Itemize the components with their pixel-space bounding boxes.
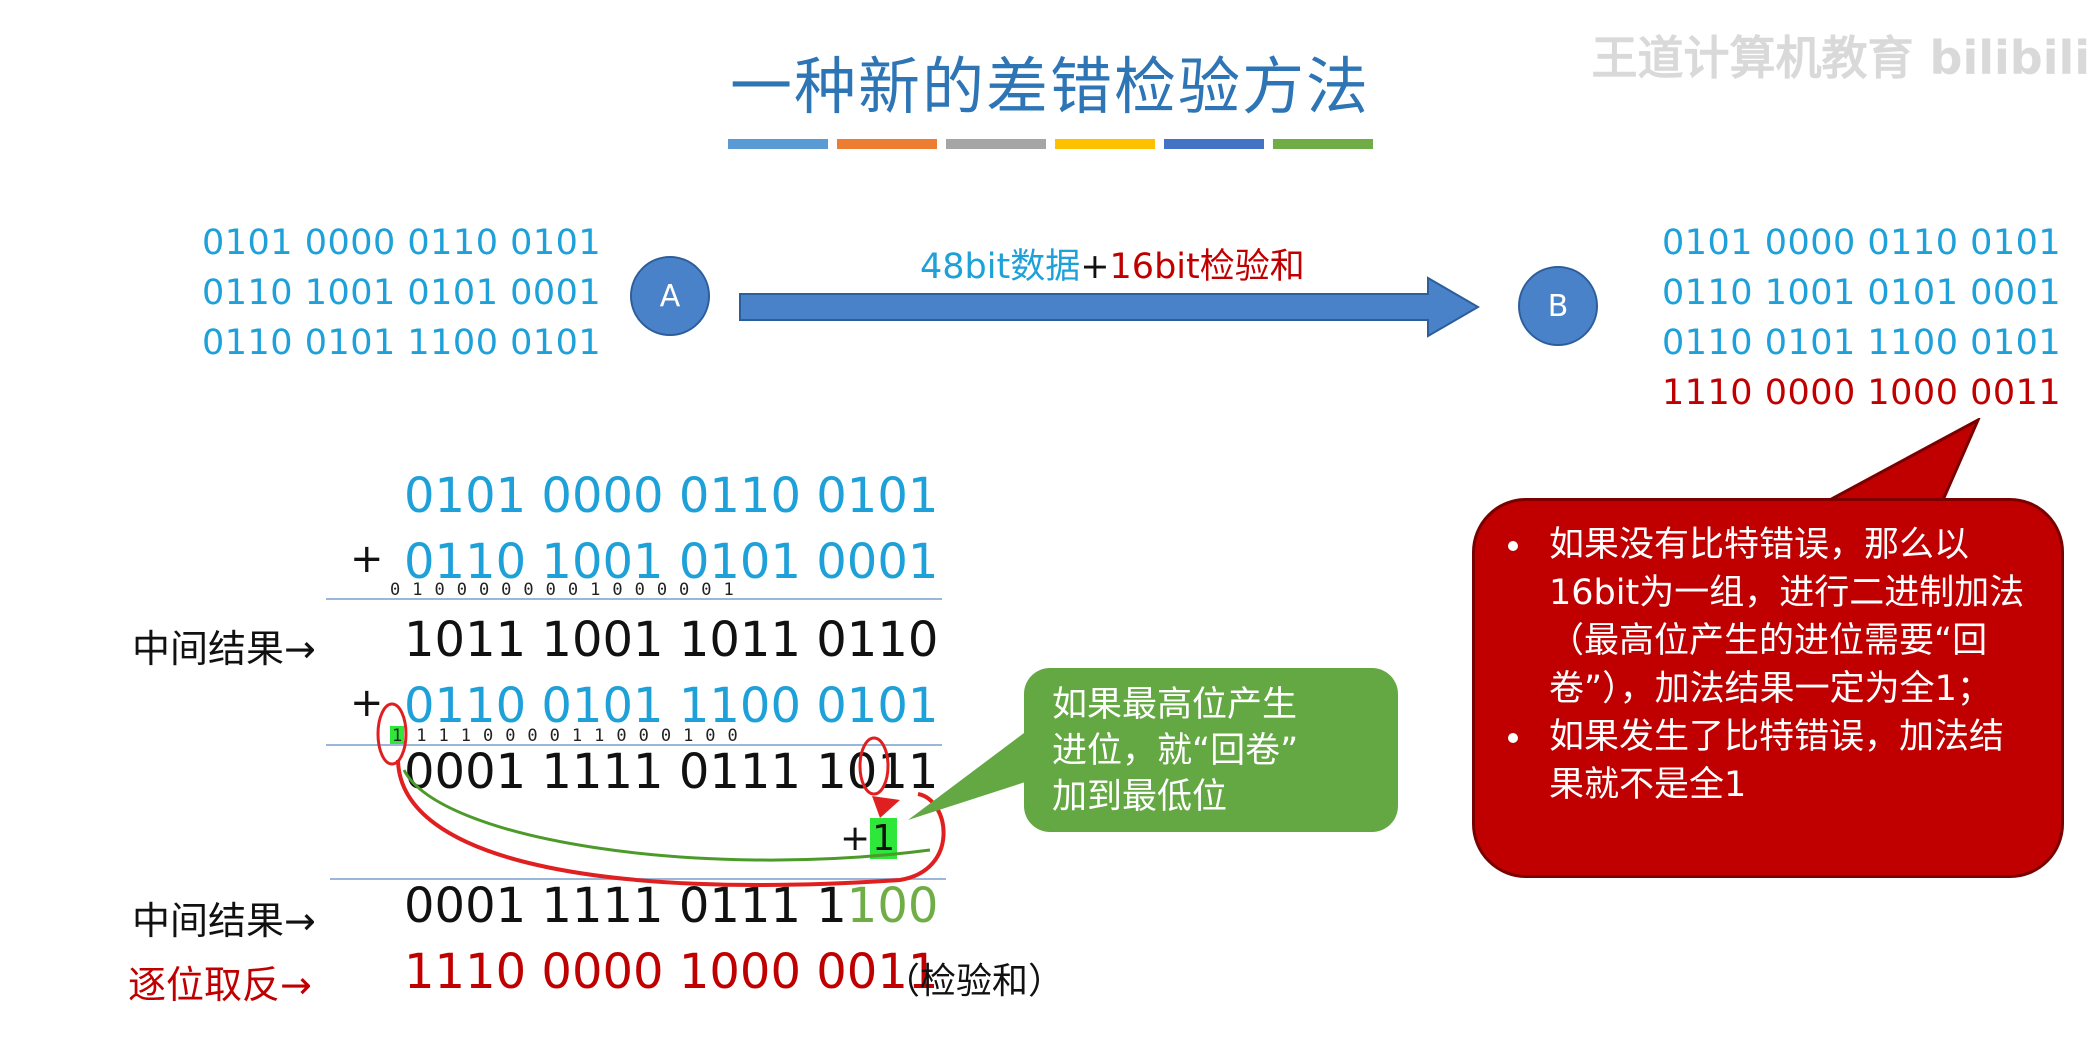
wraparound-callout: 如果最高位产生 进位，就“回卷” 加到最低位	[1024, 668, 1398, 832]
carry-row-2-rest: 111000011000100	[416, 726, 750, 746]
title-accent-bars	[728, 139, 1373, 149]
calc-rule-2	[326, 744, 942, 746]
transfer-arrow-icon	[739, 276, 1480, 338]
verification-bullet: 如果没有比特错误，那么以16bit为一组，进行二进制加法（最高位产生的进位需要“…	[1535, 521, 2035, 713]
intermediate-label-1: 中间结果→	[132, 627, 316, 671]
transfer-label-plus: +	[1080, 247, 1110, 287]
calc-operand-3: 0110 0101 1100 0101	[404, 678, 939, 734]
intermediate-2-green: 100	[846, 878, 939, 934]
receiver-data-line: 0110 0101 1100 0101	[1662, 323, 2062, 363]
calc-operand-2: 0110 1001 0101 0001	[404, 534, 939, 590]
receiver-node-label: B	[1547, 288, 1569, 324]
wrap-carry-bit: 1	[390, 726, 405, 746]
sender-node-a: A	[630, 256, 710, 336]
wraparound-callout-line: 如果最高位产生	[1052, 685, 1298, 725]
calc-carry-row-1: 0100000001000001	[390, 580, 746, 600]
calc-intermediate-2: 0001 1111 0111 1100	[404, 878, 938, 934]
wraparound-callout-line: 加到最低位	[1052, 777, 1228, 817]
intermediate-2-black: 0001 1111 0111 1	[404, 878, 847, 934]
complement-label: 逐位取反→	[128, 963, 312, 1007]
calc-raw-result: 0001 1111 0111 1011	[404, 744, 939, 800]
wrap-one: 1	[870, 818, 898, 859]
sender-data: 0101 0000 0110 0101 0110 1001 0101 0001 …	[202, 218, 601, 368]
accent-bar	[837, 139, 937, 149]
accent-bar	[728, 139, 828, 149]
calc-checksum: 1110 0000 1000 0011	[404, 944, 939, 1000]
sender-data-line: 0110 0101 1100 0101	[202, 323, 602, 363]
calc-intermediate-1: 1011 1001 1011 0110	[404, 612, 939, 668]
watermark-logo: 王道计算机教育 bilibili	[1591, 31, 2090, 85]
transfer-label: 48bit数据+16bit检验和	[920, 238, 1305, 289]
calc-plus-1: +	[350, 536, 384, 582]
verification-callout: 如果没有比特错误，那么以16bit为一组，进行二进制加法（最高位产生的进位需要“…	[1472, 498, 2064, 878]
accent-bar	[1273, 139, 1373, 149]
transfer-label-checksum: 16bit检验和	[1109, 247, 1305, 287]
wrap-plus: +	[840, 818, 871, 859]
verification-bullet: 如果发生了比特错误，加法结果就不是全1	[1535, 713, 2035, 809]
calc-operand-1: 0101 0000 0110 0101	[404, 468, 939, 524]
calc-carry-row-2: 1 111000011000100	[390, 726, 750, 746]
receiver-data-line: 0110 1001 0101 0001	[1662, 273, 2062, 313]
accent-bar	[1055, 139, 1155, 149]
receiver-checksum-line: 1110 0000 1000 0011	[1662, 373, 2062, 413]
accent-bar	[1164, 139, 1264, 149]
sender-data-line: 0110 1001 0101 0001	[202, 273, 602, 313]
receiver-node-b: B	[1518, 266, 1598, 346]
wrap-add-one: +1	[840, 818, 898, 859]
receiver-data: 0101 0000 0110 0101 0110 1001 0101 0001 …	[1662, 218, 2061, 418]
accent-bar	[946, 139, 1046, 149]
intermediate-label-2: 中间结果→	[132, 899, 316, 943]
calc-rule-1	[326, 598, 942, 600]
checksum-note: （检验和）	[884, 961, 1065, 1002]
sender-data-line: 0101 0000 0110 0101	[202, 223, 602, 263]
transfer-label-data: 48bit数据	[920, 247, 1081, 287]
sender-node-label: A	[659, 278, 681, 314]
receiver-data-line: 0101 0000 0110 0101	[1662, 223, 2062, 263]
wraparound-callout-line: 进位，就“回卷”	[1052, 731, 1299, 771]
calc-plus-2: +	[350, 680, 384, 726]
slide-title: 一种新的差错检验方法	[729, 50, 1370, 123]
green-callout-pointer	[908, 718, 1044, 820]
